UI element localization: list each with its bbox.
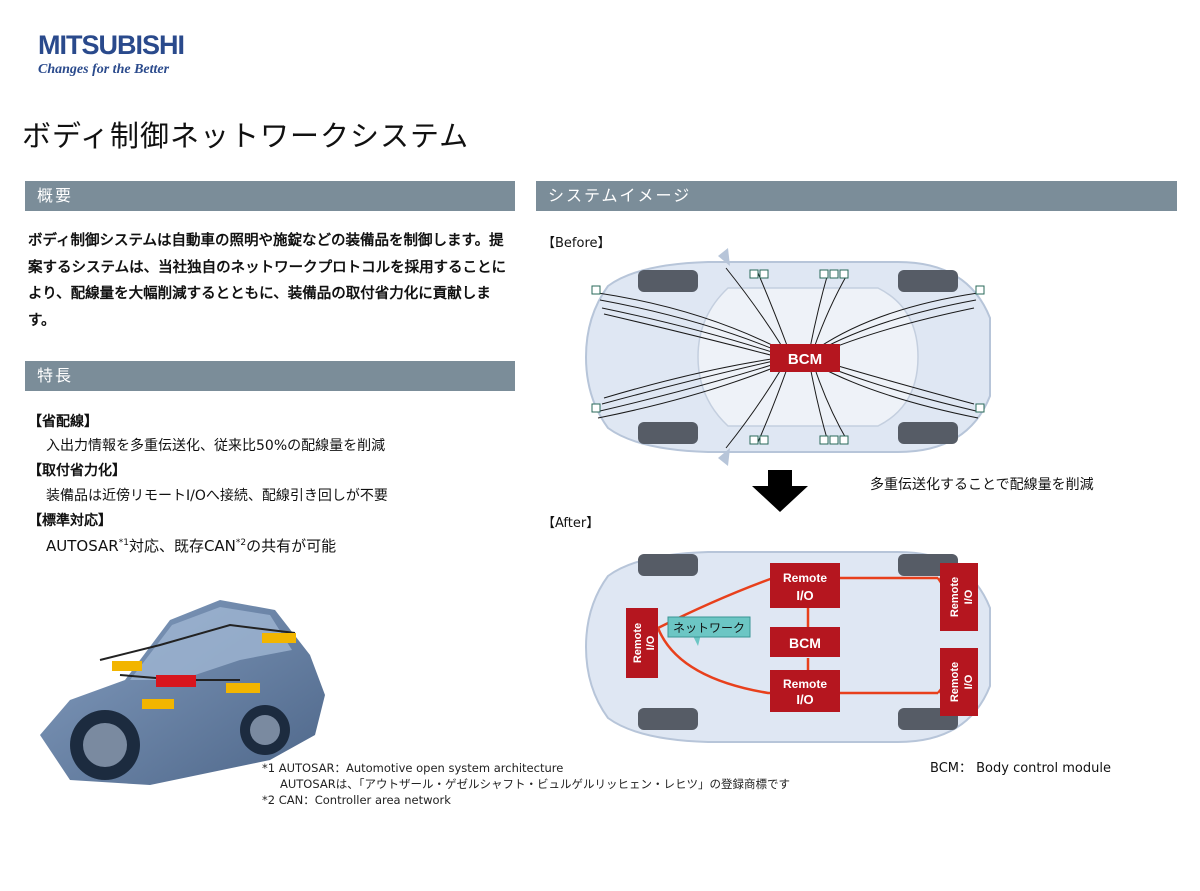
feature-body-standard: AUTOSAR*1対応、既存CAN*2の共有が可能 [46, 535, 336, 556]
can-text: 対応、既存CAN [128, 537, 236, 555]
remote-io-box-right-bottom [940, 648, 978, 716]
feature-title-install: 【取付省力化】 [28, 463, 126, 479]
network-callout [667, 616, 751, 638]
device-box [142, 699, 174, 709]
share-text: の共有が可能 [246, 537, 337, 555]
remote-io-label-line2: I/O [796, 588, 813, 603]
remote-io-box-right-top [940, 563, 978, 631]
remote-io-label-line1: Remote [783, 677, 827, 691]
system-heading: システムイメージ [536, 181, 1177, 211]
before-label: 【Before】 [542, 236, 611, 251]
device-box [226, 683, 260, 693]
bcm-unit [156, 675, 196, 687]
overview-heading: 概要 [25, 181, 515, 211]
remote-io-box-left [626, 608, 658, 678]
features-heading: 特長 [25, 361, 515, 391]
bcm-box-after [770, 627, 840, 657]
bcm-definition: BCM： Body control module [930, 761, 1111, 776]
remote-io-label-line1: Remote [949, 577, 961, 617]
page-title: ボディ制御ネットワークシステム [22, 119, 470, 153]
remote-io-label-line1: Remote [783, 571, 827, 585]
down-arrow-icon [752, 470, 808, 512]
arrow-caption: 多重伝送化することで配線量を削減 [870, 477, 1094, 493]
brand-logo: MITSUBISHI [38, 30, 185, 60]
feature-title-wiring: 【省配線】 [28, 414, 98, 430]
device-box [262, 633, 296, 643]
footnote-1-trademark: AUTOSARは、「アウトザール・ゲゼルシャフト・ビュルゲルリッヒェン・レヒツ」… [280, 777, 790, 791]
autosar-text: AUTOSAR [46, 537, 119, 555]
bcm-label-before: BCM [788, 351, 822, 368]
remote-io-box-top [770, 563, 840, 608]
brand-tagline: Changes for the Better [38, 62, 170, 77]
feature-body-install: 装備品は近傍リモートI/Oへ接続、配線引き回しが不要 [46, 488, 388, 504]
after-diagram: Remote I/O BCM Remote I/O Remote I/O Rem… [584, 551, 991, 743]
remote-io-label-line1: Remote [949, 662, 961, 702]
after-label: 【After】 [542, 516, 600, 531]
footnote-2: *2 CAN：Controller area network [262, 793, 451, 807]
remote-io-label-line2: I/O [963, 674, 975, 689]
feature-body-wiring: 入出力情報を多重伝送化、従来比50%の配線量を削減 [46, 438, 386, 454]
sedan-illustration [40, 600, 325, 785]
footnote-1: *1 AUTOSAR：Automotive open system archit… [262, 761, 564, 775]
remote-io-label-line1: Remote [632, 623, 644, 663]
remote-io-box-bottom [770, 670, 840, 712]
remote-io-label-line2: I/O [645, 635, 657, 650]
remote-io-label-line2: I/O [796, 692, 813, 707]
remote-io-label-line2: I/O [963, 589, 975, 604]
network-label: ネットワーク [673, 621, 745, 635]
feature-title-standard: 【標準対応】 [28, 513, 112, 529]
footnote-ref-1: *1 [118, 538, 129, 548]
footnote-ref-2: *2 [235, 538, 247, 548]
bcm-label-after: BCM [789, 635, 821, 651]
footnotes: *1 AUTOSAR：Automotive open system archit… [262, 760, 790, 808]
overview-text: ボディ制御システムは自動車の照明や施錠などの装備品を制御します。提案するシステム… [28, 233, 507, 329]
bcm-box-before [770, 344, 840, 372]
device-box [112, 661, 142, 671]
before-diagram: BCM [584, 248, 991, 466]
